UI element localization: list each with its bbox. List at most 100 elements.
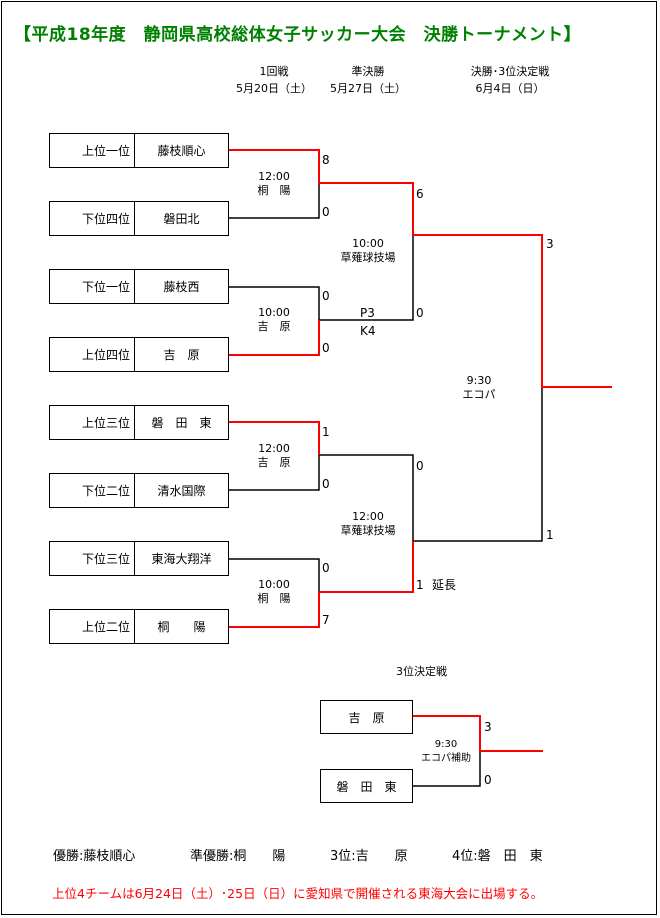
entry-seed: 下位三位 [50,542,135,575]
result-first: 優勝:藤枝順心 [53,849,136,864]
entry-box: 上位二位 桐 陽 [49,609,229,644]
score: 7 [322,613,330,627]
result-third: 3位:吉 原 [330,849,408,864]
entry-seed: 下位四位 [50,202,135,235]
overtime-note: 延長 [432,578,457,592]
entry-seed: 下位一位 [50,270,135,303]
result-second: 準優勝:桐 陽 [190,849,286,864]
match-time: 10:00 [258,306,290,319]
entry-box: 上位四位 吉 原 [49,337,229,372]
match-info-sf-1: 10:00 草薙球技場 [330,237,406,265]
match-time: 10:00 [258,578,290,591]
score: 0 [484,773,492,787]
match-time: 12:00 [258,170,290,183]
entry-seed: 上位二位 [50,610,135,643]
line-r1-4-top [228,558,320,592]
entry-seed: 上位四位 [50,338,135,371]
entry-box: 上位三位 磐 田 東 [49,405,229,440]
pk-score: P3 [360,306,375,320]
match-info-sf-2: 12:00 草薙球技場 [330,510,406,538]
match-venue: 桐 陽 [257,184,291,197]
win-final [413,234,612,388]
entry-team: 藤枝順心 [157,144,206,158]
score: 6 [416,187,424,201]
score: 1 [322,425,330,439]
entry-box: 下位四位 磐田北 [49,201,229,236]
score: 0 [322,477,330,491]
match-venue: 桐 陽 [257,592,291,605]
match-info-r1-4: 10:00 桐 陽 [238,578,310,606]
entry-team: 清水国際 [157,484,206,498]
entry-team: 磐田北 [163,212,200,226]
score: 0 [322,289,330,303]
entry-seed: 上位一位 [50,134,135,167]
match-venue: 草薙球技場 [340,251,396,264]
match-info-r1-1: 12:00 桐 陽 [238,170,310,198]
score: 1 [546,528,554,542]
line-r1-3-bottom [228,455,320,491]
match-venue: エコパ補助 [421,753,471,764]
score: 8 [322,153,330,167]
score: 1 [416,578,424,592]
third-place-label: 3位決定戦 [396,665,447,678]
entry-box: 下位二位 清水国際 [49,473,229,508]
loser-paths [228,183,543,787]
line-r1-2-top [228,286,320,320]
score: 0 [322,341,330,355]
win-r1-1 [228,149,320,183]
match-info-final: 9:30 エコパ [448,374,510,402]
third-place-team: 磐 田 東 [336,779,397,794]
line-3rd-bottom [413,751,481,787]
round-header-2: 準決勝 5月27日（土） [320,63,416,97]
match-info-r1-2: 10:00 吉 原 [238,306,310,334]
entry-team: 東海大翔洋 [151,552,212,566]
page-title: 【平成18年度 静岡県高校総体女子サッカー大会 決勝トーナメント】 [14,25,582,45]
win-sf-1-in [319,182,414,235]
win-sf-2-in [319,541,414,593]
round-name: 決勝･3位決定戦 [470,65,550,78]
entry-box: 上位一位 藤枝順心 [49,133,229,168]
score: 0 [322,561,330,575]
entry-team: 桐 陽 [157,620,206,634]
entry-team: 磐 田 東 [151,416,212,430]
win-r1-4 [228,592,320,628]
match-venue: 吉 原 [257,456,291,469]
line-sf-1-bottom [319,235,414,321]
score: 3 [484,720,492,734]
match-time: 12:00 [352,510,384,523]
score: 0 [322,205,330,219]
third-place-team: 吉 原 [348,710,385,725]
entry-team: 藤枝西 [163,280,200,294]
entry-seed: 下位二位 [50,474,135,507]
line-final-bottom [413,387,543,542]
win-r1-2 [228,320,320,356]
match-venue: 草薙球技場 [340,524,396,537]
match-info-3rd: 9:30 エコパ補助 [414,738,478,766]
winner-paths [228,149,612,752]
round-header-3: 決勝･3位決定戦 6月4日（日） [450,63,570,97]
round-date: 5月20日（土） [236,82,312,95]
entry-box: 下位一位 藤枝西 [49,269,229,304]
result-fourth: 4位:磐 田 東 [452,849,543,864]
third-place-team-box: 磐 田 東 [320,769,413,803]
round-name: 1回戦 [259,65,289,78]
score: 0 [416,306,424,320]
match-info-r1-3: 12:00 吉 原 [238,442,310,470]
match-time: 9:30 [466,374,492,387]
entry-seed: 上位三位 [50,406,135,439]
line-r1-1-bottom [228,183,320,219]
round-header-1: 1回戦 5月20日（土） [226,63,322,97]
third-place-team-box: 吉 原 [320,700,413,734]
match-time: 10:00 [352,237,384,250]
win-r1-3 [228,421,320,455]
match-venue: エコパ [462,388,496,401]
match-time: 9:30 [434,739,458,750]
score: 0 [416,459,424,473]
score: 3 [546,237,554,251]
win-3rd [413,715,543,752]
match-venue: 吉 原 [257,320,291,333]
entry-box: 下位三位 東海大翔洋 [49,541,229,576]
round-date: 5月27日（土） [330,82,406,95]
